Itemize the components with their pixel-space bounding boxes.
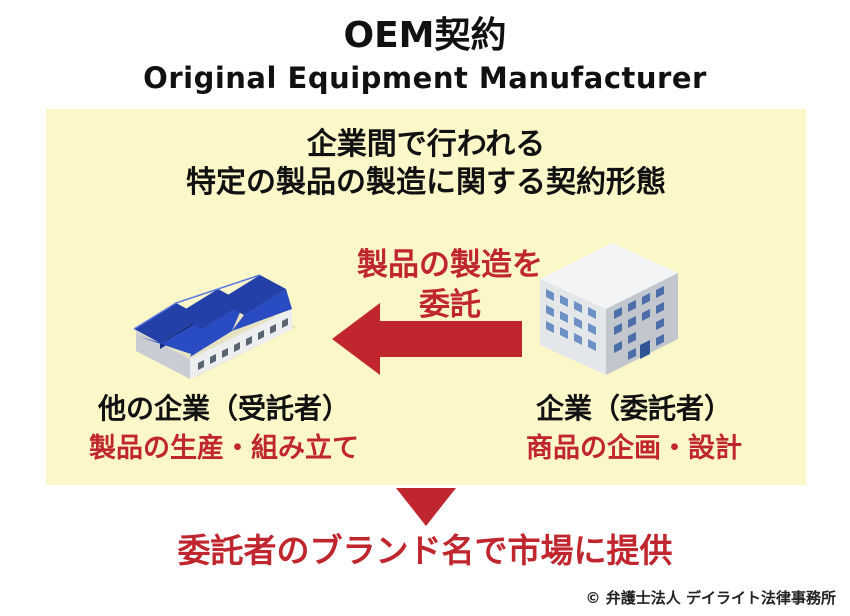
page-subtitle: Original Equipment Manufacturer: [143, 61, 707, 95]
result-text: 委託者のブランド名で市場に提供: [177, 531, 673, 570]
copyright-notice: © 弁護士法人 デイライト法律事務所: [585, 589, 836, 607]
office-building-icon: [540, 243, 678, 375]
factory-icon: [133, 274, 296, 379]
down-arrow-icon: [396, 488, 456, 526]
right-party-name: 企業（委託者）: [535, 392, 732, 425]
left-party-name: 他の企業（受託者）: [97, 392, 350, 425]
commission-label-line-1: 製品の製造を: [357, 247, 543, 283]
definition-line-1: 企業間で行われる: [306, 127, 546, 162]
page-title: OEM契約: [343, 15, 507, 56]
commission-label-line-2: 委託: [419, 287, 481, 323]
contract-panel: 企業間で行われる 特定の製品の製造に関する契約形態 製品の製造を 委託: [46, 109, 806, 485]
left-party-role: 製品の生産・組み立て: [89, 433, 359, 464]
right-party-role: 商品の企画・設計: [526, 433, 742, 464]
definition-line-2: 特定の製品の製造に関する契約形態: [186, 165, 666, 200]
commission-arrow-icon: [332, 303, 522, 375]
